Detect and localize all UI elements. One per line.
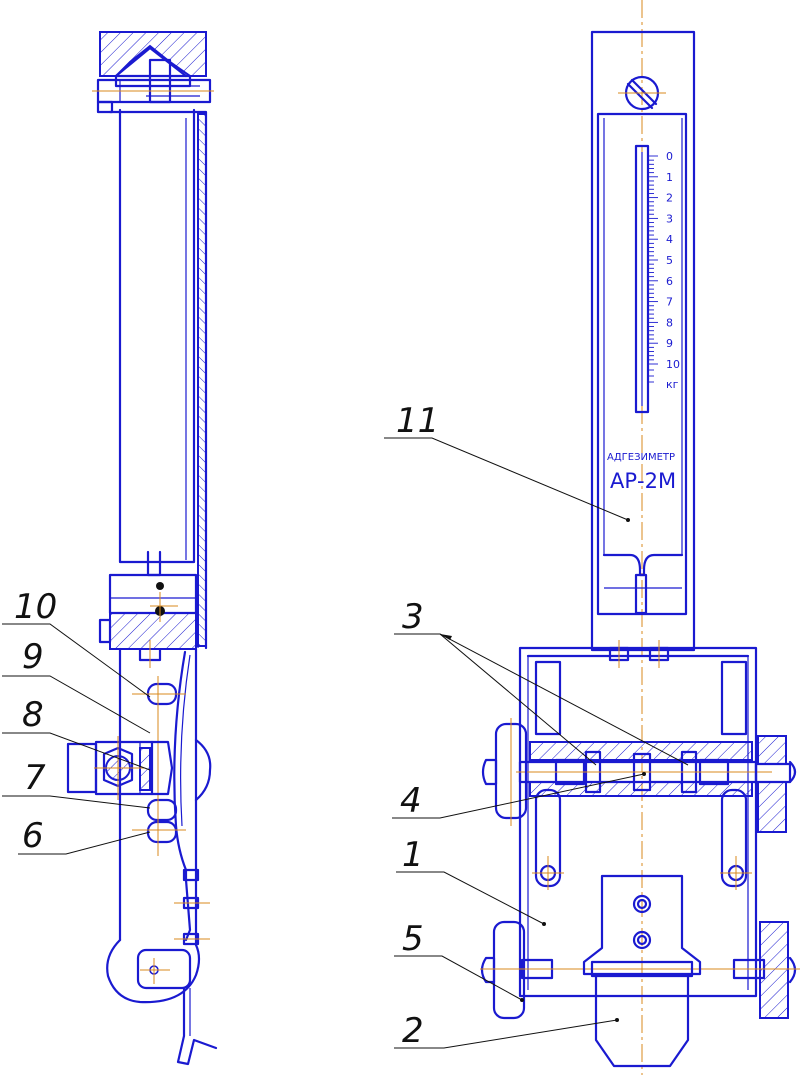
scale-label: 9 bbox=[666, 337, 673, 350]
scale-label: 2 bbox=[666, 192, 673, 205]
front-view: 0 1 2 3 4 5 6 7 8 9 10 кг АДГЕЗИМЕТР АР-2М bbox=[480, 0, 800, 1075]
scale-label: 7 bbox=[666, 296, 673, 309]
center-block bbox=[582, 874, 702, 976]
scale-label: 5 bbox=[666, 254, 673, 267]
scale-label: 10 bbox=[666, 358, 680, 371]
device-name-small: АДГЕЗИМЕТР bbox=[607, 452, 675, 463]
scale-label: 1 bbox=[666, 171, 673, 184]
side-view bbox=[66, 31, 218, 1066]
scale-label: 8 bbox=[666, 316, 673, 329]
callout-8: 8 bbox=[22, 695, 44, 735]
callout-4: 4 bbox=[400, 781, 422, 821]
scale-unit: кг bbox=[666, 378, 679, 391]
device-name-large: АР-2М bbox=[610, 469, 676, 493]
upper-case bbox=[590, 30, 696, 652]
scale-label-group: 0 1 2 3 4 5 6 7 8 9 10 bbox=[666, 150, 680, 371]
callout-5: 5 bbox=[402, 919, 424, 959]
scale-label: 3 bbox=[666, 212, 673, 225]
scale-tick-group bbox=[648, 155, 658, 383]
roller bbox=[106, 938, 201, 1004]
callout-group: 10 9 8 7 6 11 3 4 1 5 2 bbox=[2, 401, 689, 1051]
callout-9: 9 bbox=[22, 637, 44, 677]
lower-block bbox=[109, 612, 197, 650]
callout-11: 11 bbox=[396, 401, 439, 441]
scale-label: 4 bbox=[666, 233, 673, 246]
callout-3: 3 bbox=[402, 597, 424, 637]
side-body bbox=[118, 108, 196, 564]
callout-2: 2 bbox=[402, 1011, 424, 1051]
scale-label: 0 bbox=[666, 150, 673, 163]
callout-10: 10 bbox=[14, 587, 57, 627]
callout-1: 1 bbox=[402, 835, 424, 875]
callout-6: 6 bbox=[22, 816, 44, 856]
scale-label: 6 bbox=[666, 275, 673, 288]
indicator-tube bbox=[634, 144, 650, 414]
callout-7: 7 bbox=[24, 758, 46, 798]
cross-bar bbox=[529, 741, 753, 761]
top-cap bbox=[99, 31, 207, 77]
right-roller bbox=[757, 735, 787, 765]
lower-frame bbox=[518, 646, 758, 998]
